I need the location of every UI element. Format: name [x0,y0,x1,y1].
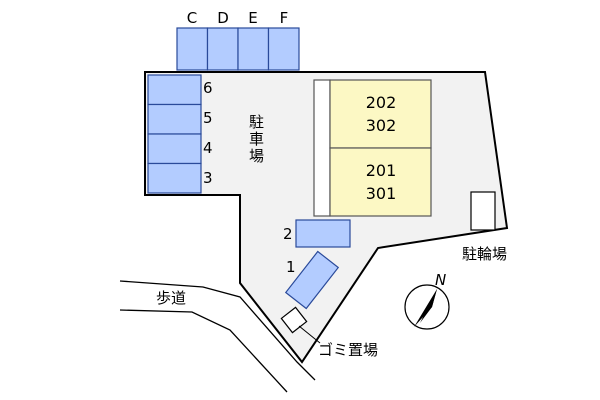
parking-space-f [267,27,300,71]
unit-label-301: 301 [366,184,397,203]
sidewalk-line-upper [119,280,316,381]
parking-space-5 [147,103,202,135]
parking-space-c [176,27,209,71]
parking-space-2 [295,219,351,248]
building-unit-lower [329,147,432,217]
bicycle-parking-label: 駐輪場 [462,245,507,263]
garbage-area [280,306,308,334]
parking-area-label: 駐車場 [247,114,265,165]
sidewalk-label: 歩道 [156,289,186,307]
parking-label-2: 2 [283,225,293,243]
parking-label-e: E [248,9,257,27]
parking-label-4: 4 [203,139,213,157]
building [313,79,432,217]
garbage-leader-line [298,325,321,344]
parking-space-3 [147,162,202,194]
unit-label-201: 201 [366,161,397,180]
parking-left-column [147,74,202,194]
parking-space-6 [147,74,202,106]
unit-label-302: 302 [366,116,397,135]
parking-label-c: C [187,9,197,27]
bicycle-parking [470,191,496,231]
parking-label-1: 1 [286,258,296,276]
parking-space-1 [284,250,340,310]
parking-label-5: 5 [203,109,213,127]
parking-space-4 [147,133,202,165]
building-unit-upper [329,79,432,149]
parking-label-d: D [217,9,229,27]
building-hallway [313,79,331,217]
parking-top-row [176,27,300,71]
parking-label-3: 3 [203,169,213,187]
parking-label-6: 6 [203,79,213,97]
parking-space-d [206,27,239,71]
compass-icon [404,284,450,330]
unit-label-202: 202 [366,93,397,112]
sidewalk-line-lower [119,309,288,393]
compass-north-label: N [435,271,446,289]
parking-label-f: F [280,9,289,27]
garbage-area-label: ゴミ置場 [318,341,378,359]
parking-space-e [237,27,270,71]
